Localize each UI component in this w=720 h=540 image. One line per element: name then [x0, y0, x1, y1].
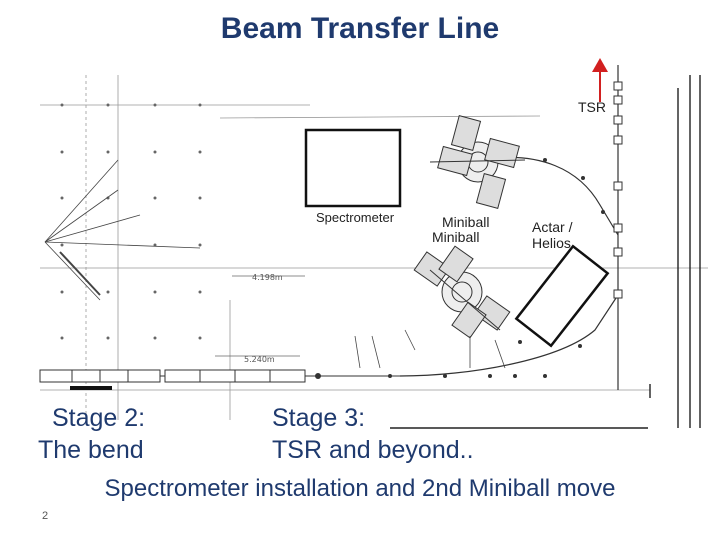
page-number: 2 [42, 510, 49, 522]
miniball-lower-detector [413, 245, 511, 339]
slide-caption: Spectrometer installation and 2nd Miniba… [104, 475, 616, 502]
spectrometer-label: Spectrometer [316, 210, 395, 225]
miniball-upper-detector [429, 115, 526, 209]
actar-label-line2: Helios [532, 235, 571, 251]
actar-helios-box [514, 244, 610, 348]
stage3-subheading: TSR and beyond.. [272, 436, 474, 464]
actar-label-line1: Actar / [532, 219, 573, 235]
spectrometer-box [304, 128, 402, 208]
stage3-heading: Stage 3: [272, 404, 366, 432]
stage2-subheading: The bend [38, 436, 144, 464]
tsr-label: TSR [578, 99, 606, 115]
tsr-arrow-icon [592, 58, 608, 102]
dimension-lower: 5.240m [244, 355, 275, 364]
miniball-label-a: Miniball [442, 214, 490, 230]
stage2-heading: Stage 2: [52, 404, 146, 432]
slide-title: Beam Transfer Line [220, 12, 500, 45]
dimension-upper: 4.198m [252, 273, 283, 282]
miniball-label-b: Miniball [432, 229, 480, 245]
